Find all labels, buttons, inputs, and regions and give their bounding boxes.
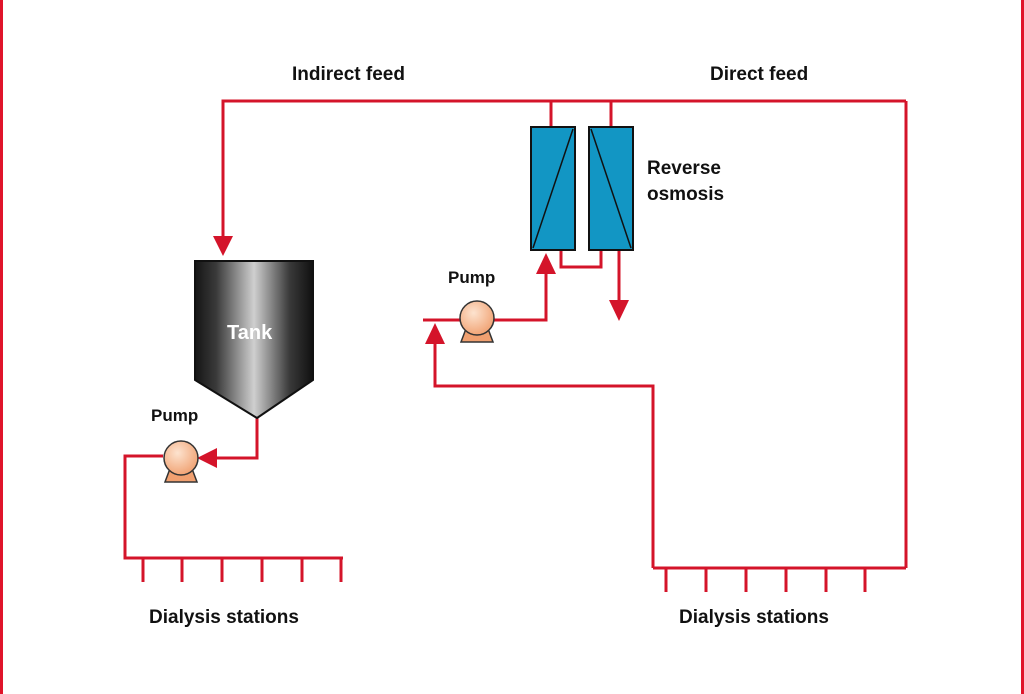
pump-left-label: Pump: [151, 406, 199, 425]
dialysis-stations-right-label: Dialysis stations: [679, 607, 829, 628]
indirect-feed-label: Indirect feed: [292, 64, 405, 85]
dialysis-stations-left-label: Dialysis stations: [149, 607, 299, 628]
ro-link-pipe: [559, 250, 603, 269]
reverse-osmosis-label: Reverse osmosis: [647, 156, 724, 208]
arrow-into-left-pump: [197, 448, 217, 468]
top-feed-pipe: [221, 99, 906, 240]
pump-to-ro-pipe: [494, 268, 548, 322]
water-treatment-diagram: [123, 99, 908, 592]
tank-label: Tank: [227, 322, 273, 344]
arrow-into-ro: [536, 253, 556, 274]
pump-right-label: Pump: [448, 268, 496, 287]
left-distribution-pipe: [123, 454, 343, 560]
return-loop-pipe: [433, 338, 655, 568]
reverse-osmosis-unit-2: [588, 126, 634, 251]
arrow-into-tank: [213, 236, 233, 256]
direct-feed-label: Direct feed: [710, 64, 809, 85]
arrow-into-right-pump: [425, 323, 445, 344]
tank-vessel: [194, 260, 314, 420]
reverse-osmosis-label-line2: osmosis: [647, 184, 725, 205]
tank-outlet-pipe: [215, 418, 259, 460]
arrow-reject-out: [609, 300, 629, 321]
reverse-osmosis-unit-1: [530, 126, 576, 251]
pump-left-icon: [163, 440, 199, 483]
reverse-osmosis-label-line1: Reverse: [647, 158, 721, 179]
pump-right-icon: [459, 300, 495, 343]
